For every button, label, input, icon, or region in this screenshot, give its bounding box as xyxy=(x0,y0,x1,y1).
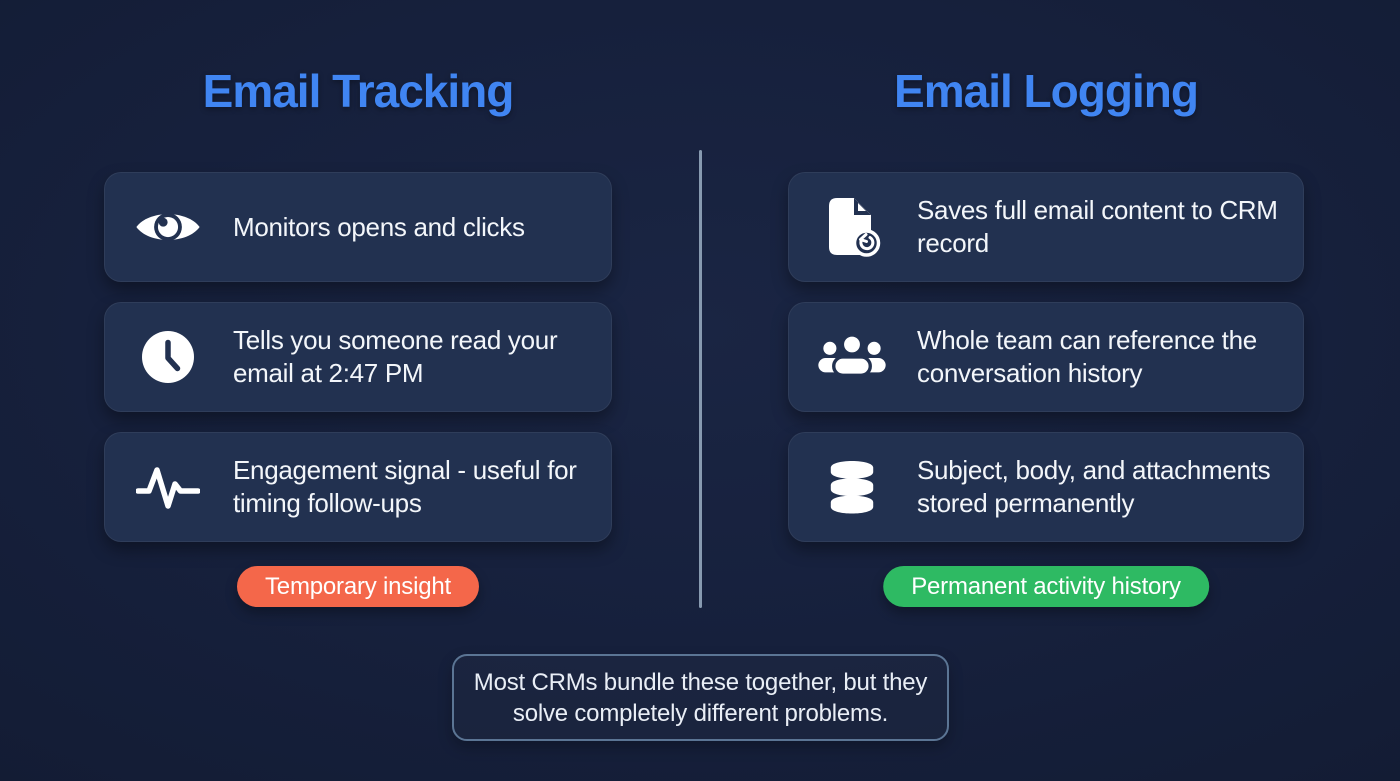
permanent-history-badge: Permanent activity history xyxy=(883,566,1209,607)
card-stored-permanently: Subject, body, and attachments stored pe… xyxy=(788,432,1304,542)
temporary-insight-badge: Temporary insight xyxy=(236,566,480,607)
footer-note-box: Most CRMs bundle these together, but the… xyxy=(452,654,949,741)
card-team-reference: Whole team can reference the conversatio… xyxy=(788,302,1304,412)
card-text: Monitors opens and clicks xyxy=(233,211,525,242)
card-engagement-signal: Engagement signal - useful for timing fo… xyxy=(104,432,612,542)
pulse-icon xyxy=(131,461,205,513)
card-text: Tells you someone read your email at 2:4… xyxy=(233,325,558,388)
clock-icon xyxy=(131,330,205,384)
eye-icon xyxy=(131,204,205,250)
database-icon xyxy=(815,458,889,516)
team-icon xyxy=(815,332,889,382)
column-divider xyxy=(699,150,702,608)
card-text: Engagement signal - useful for timing fo… xyxy=(233,455,577,518)
card-read-time: Tells you someone read your email at 2:4… xyxy=(104,302,612,412)
left-column-title: Email Tracking xyxy=(202,65,515,117)
right-column-title: Email Logging xyxy=(894,65,1199,117)
footer-note-text: Most CRMs bundle these together, but the… xyxy=(473,668,928,727)
card-monitors-opens: Monitors opens and clicks xyxy=(104,172,612,282)
file-restore-icon xyxy=(815,196,889,258)
card-text: Whole team can reference the conversatio… xyxy=(917,325,1257,388)
card-saves-content: Saves full email content to CRM record xyxy=(788,172,1304,282)
card-text: Saves full email content to CRM record xyxy=(917,195,1278,258)
card-text: Subject, body, and attachments stored pe… xyxy=(917,455,1271,518)
